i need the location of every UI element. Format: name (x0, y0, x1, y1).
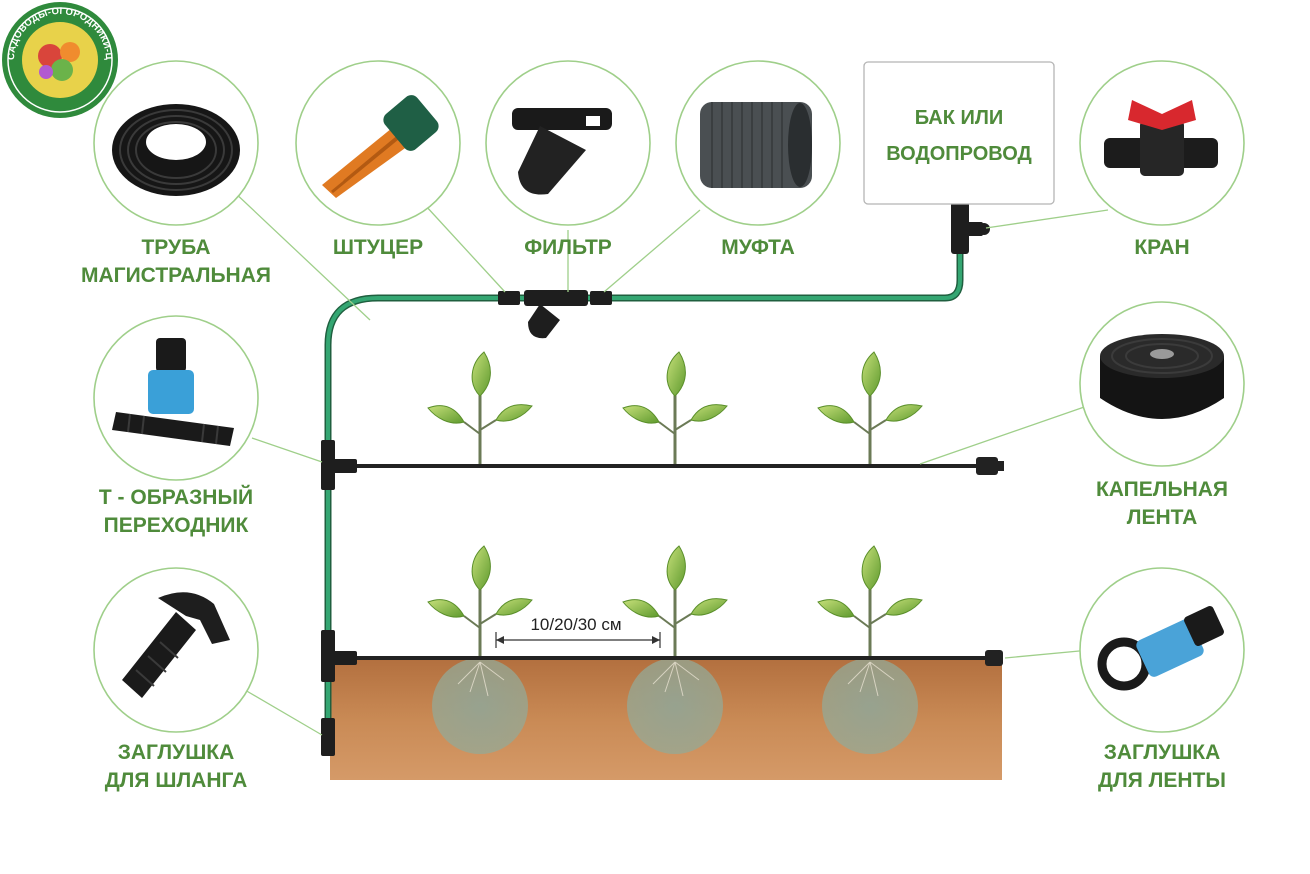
component-valve: КРАН (1079, 60, 1245, 259)
label-tape-plug-1: ЗАГЛУШКА (1104, 741, 1221, 764)
drip-tape-line-2 (338, 650, 1003, 666)
roots (457, 661, 895, 697)
tee-connector-2 (321, 630, 357, 682)
component-filter: ФИЛЬТР (485, 60, 651, 259)
component-fitting: ШТУЦЕР (295, 60, 461, 259)
fitting-connector (498, 291, 520, 305)
valve-icon (1104, 100, 1218, 176)
soil-bed (330, 658, 1002, 780)
tank-label-line-1: БАК ИЛИ (915, 107, 1004, 129)
label-coupling: МУФТА (721, 236, 795, 259)
spacing-label: 10/20/30 см (530, 615, 621, 634)
label-tape-plug-2: ДЛЯ ЛЕНТЫ (1098, 769, 1226, 792)
wetting-zone-2 (627, 658, 723, 754)
tank-valve-fitting (951, 202, 990, 254)
hose-plug-icon (122, 592, 230, 698)
label-main-pipe-1: ТРУБА (141, 236, 210, 259)
component-coupling: МУФТА (675, 60, 841, 259)
drip-tape-roll-icon (1100, 334, 1224, 419)
leader-lines (231, 189, 1109, 736)
coiled-pipe-icon (112, 104, 240, 196)
component-hose-plug: ЗАГЛУШКА ДЛЯ ШЛАНГА (93, 567, 259, 792)
main-pipe-line (324, 222, 964, 755)
end-plug-main (321, 718, 335, 756)
label-filter: ФИЛЬТР (524, 236, 612, 259)
component-main-pipe: ТРУБА МАГИСТРАЛЬНАЯ (81, 60, 271, 287)
component-tee: Т - ОБРАЗНЫЙ ПЕРЕХОДНИК (93, 315, 259, 537)
tape-plug-icon (1097, 606, 1224, 691)
tee-connector-1 (321, 440, 357, 490)
label-tee-2: ПЕРЕХОДНИК (104, 514, 249, 537)
label-fitting: ШТУЦЕР (333, 236, 423, 259)
coupling-icon (700, 102, 812, 188)
label-main-pipe-2: МАГИСТРАЛЬНАЯ (81, 264, 271, 287)
coupling-connector (590, 291, 612, 305)
water-filter-icon (512, 108, 612, 195)
label-tee-1: Т - ОБРАЗНЫЙ (99, 485, 253, 509)
label-drip-tape-2: ЛЕНТА (1127, 506, 1198, 529)
wetting-zone-1 (432, 658, 528, 754)
label-valve: КРАН (1134, 236, 1189, 259)
label-hose-plug-1: ЗАГЛУШКА (118, 741, 235, 764)
hose-fitting-icon (322, 95, 439, 198)
component-tape-plug: ЗАГЛУШКА ДЛЯ ЛЕНТЫ (1079, 567, 1245, 792)
seedlings-row-1 (426, 350, 924, 466)
filter-unit (524, 290, 588, 339)
label-hose-plug-2: ДЛЯ ШЛАНГА (105, 769, 248, 792)
component-drip-tape: КАПЕЛЬНАЯ ЛЕНТА (1079, 301, 1245, 529)
wetting-zone-3 (822, 658, 918, 754)
drip-tape-line-1 (338, 457, 1004, 475)
spacing-dimension: 10/20/30 см (495, 615, 661, 648)
club-logo: САДОВОДЫ-ОГОРОДНИКИ-ЦВЕТОВОДЫ РОССИИ (0, 0, 118, 118)
label-drip-tape-1: КАПЕЛЬНАЯ (1096, 478, 1228, 501)
tank-box: БАК ИЛИ ВОДОПРОВОД (863, 61, 1055, 205)
tank-label-line-2: ВОДОПРОВОД (886, 143, 1032, 165)
tee-connector-icon (112, 338, 234, 446)
